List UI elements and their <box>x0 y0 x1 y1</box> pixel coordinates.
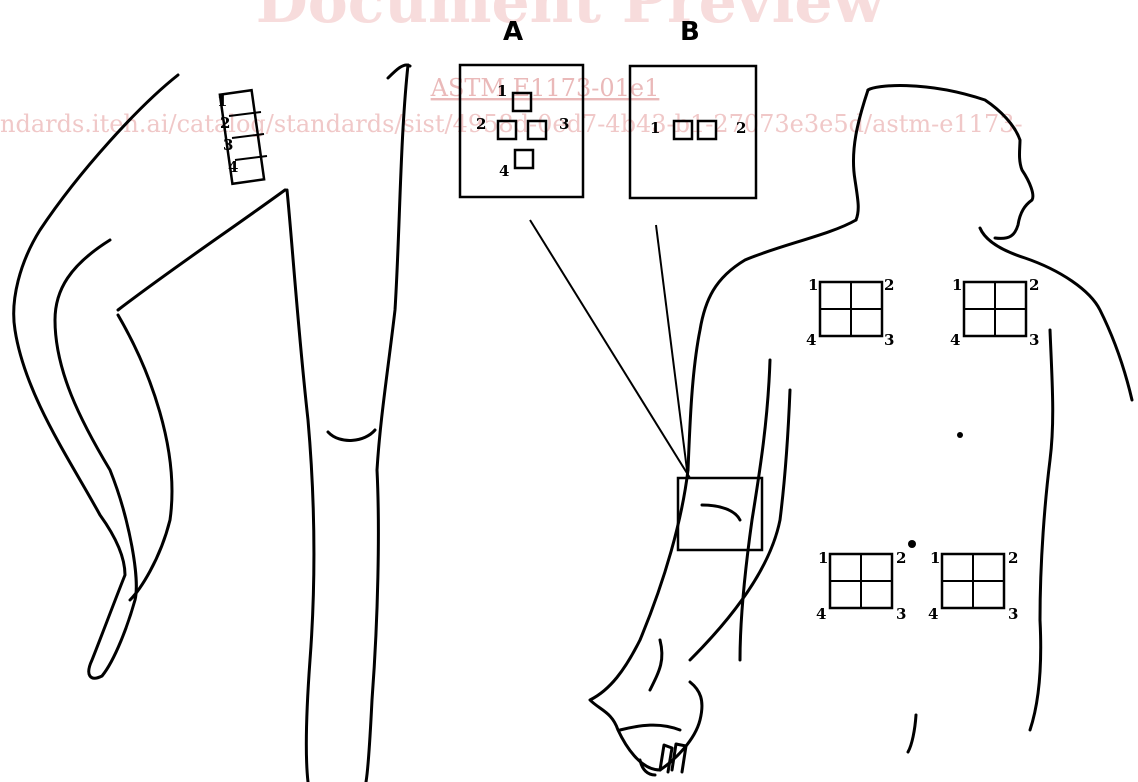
palm-crease <box>620 725 680 730</box>
panel-b-label-1: 1 <box>650 119 660 137</box>
panel-a-label-2: 2 <box>476 115 486 133</box>
navel-dot <box>908 540 916 548</box>
leg-front-contour <box>287 190 314 782</box>
grid-label-4: 4 <box>950 331 960 349</box>
grid-label-1: 1 <box>808 276 818 294</box>
watermark-url[interactable]: ndards.iteh.ai/catalog/standards/sist/49… <box>0 110 1023 138</box>
knee-crease <box>328 430 375 440</box>
leg-thigh-top <box>118 190 285 310</box>
grid-label-1: 1 <box>818 549 828 567</box>
grid-label-2: 2 <box>1008 549 1018 567</box>
grid-label-3: 3 <box>896 605 906 623</box>
strip-label-4: 4 <box>228 158 238 176</box>
leg-figure <box>14 65 410 782</box>
grid-label-4: 4 <box>928 605 938 623</box>
panel-a-letter: A <box>503 17 523 47</box>
grid-label-4: 4 <box>816 605 826 623</box>
abdomen-grid-right: 1 2 3 4 <box>928 549 1018 623</box>
grid-label-3: 3 <box>1029 331 1039 349</box>
grid-label-2: 2 <box>884 276 894 294</box>
forearm-mark <box>702 505 740 520</box>
torso-left <box>740 360 770 660</box>
grid-label-2: 2 <box>896 549 906 567</box>
strip-label-1: 1 <box>217 92 227 110</box>
panel-b-label-2: 2 <box>736 119 746 137</box>
navel-line <box>908 715 916 752</box>
wrist-line <box>650 640 662 690</box>
torso-dot <box>957 432 963 438</box>
panel-a-label-4: 4 <box>499 162 509 180</box>
grid-label-3: 3 <box>1008 605 1018 623</box>
head-outline <box>868 86 1033 239</box>
leg-outline-back <box>14 75 178 678</box>
watermark-title: Document Preview <box>256 0 886 37</box>
panel-a: A 1 2 3 4 <box>460 17 583 197</box>
strip-label-3: 3 <box>223 136 233 154</box>
grid-label-4: 4 <box>806 331 816 349</box>
grid-label-1: 1 <box>952 276 962 294</box>
shoulder-left <box>688 220 856 470</box>
chest-grid-right: 1 2 3 4 <box>950 276 1039 349</box>
panel-a-connector <box>530 220 690 478</box>
grid-label-1: 1 <box>930 549 940 567</box>
watermark-standard-link[interactable]: ASTM E1173-01e1 <box>430 74 660 102</box>
panel-b-connector <box>656 225 688 478</box>
chest-grid-left: 1 2 3 4 <box>806 276 894 349</box>
panel-a-label-1: 1 <box>497 82 507 100</box>
panel-b-letter: B <box>680 17 700 47</box>
neck-front-shoulder-right <box>980 228 1132 400</box>
panel-b: B 1 2 <box>630 17 756 198</box>
torso-figure <box>590 86 1132 775</box>
panel-a-label-3: 3 <box>559 115 569 133</box>
grid-label-3: 3 <box>884 331 894 349</box>
leg-inner-crease <box>118 315 172 600</box>
grid-label-2: 2 <box>1029 276 1039 294</box>
torso-right <box>1030 330 1053 730</box>
strip-label-2: 2 <box>220 114 230 132</box>
abdomen-grid-left: 1 2 3 4 <box>816 549 906 623</box>
panel-a-site-4 <box>515 150 533 168</box>
leg-back-contour <box>366 65 408 782</box>
finger-2 <box>660 745 672 772</box>
